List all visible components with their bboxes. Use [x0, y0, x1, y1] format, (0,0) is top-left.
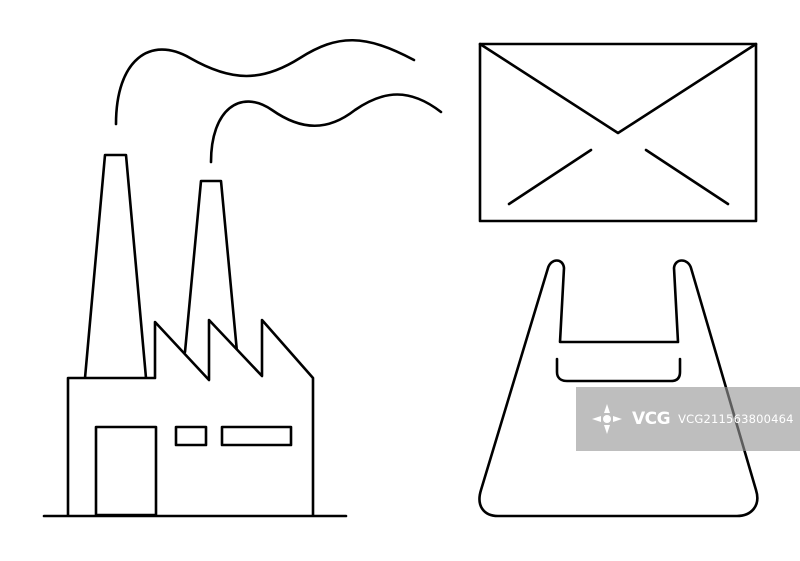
smoke-icon: [209, 93, 443, 164]
envelope-fold-right: [644, 148, 730, 206]
plastic-bag-icon: [478, 259, 759, 518]
watermark-badge: VCG VCG211563800464: [576, 387, 800, 451]
smoke-icon: [114, 38, 416, 126]
factory-building: [66, 318, 315, 515]
bag-handle-fold: [555, 357, 682, 383]
watermark-id-text: VCG211563800464: [678, 412, 794, 426]
bag-outline: [478, 259, 759, 518]
vcg-logo-icon: [592, 404, 622, 434]
factory-icon: [42, 38, 443, 518]
factory-window-wide: [220, 425, 293, 447]
factory-window-small: [174, 425, 208, 447]
envelope-fold-left: [507, 148, 593, 206]
chimney-right: [183, 179, 239, 354]
envelope-flap: [478, 42, 758, 135]
chimney-left: [83, 153, 148, 380]
envelope-body: [478, 42, 758, 223]
envelope-icon: [478, 42, 758, 223]
watermark-logo-text: VCG: [632, 409, 671, 429]
